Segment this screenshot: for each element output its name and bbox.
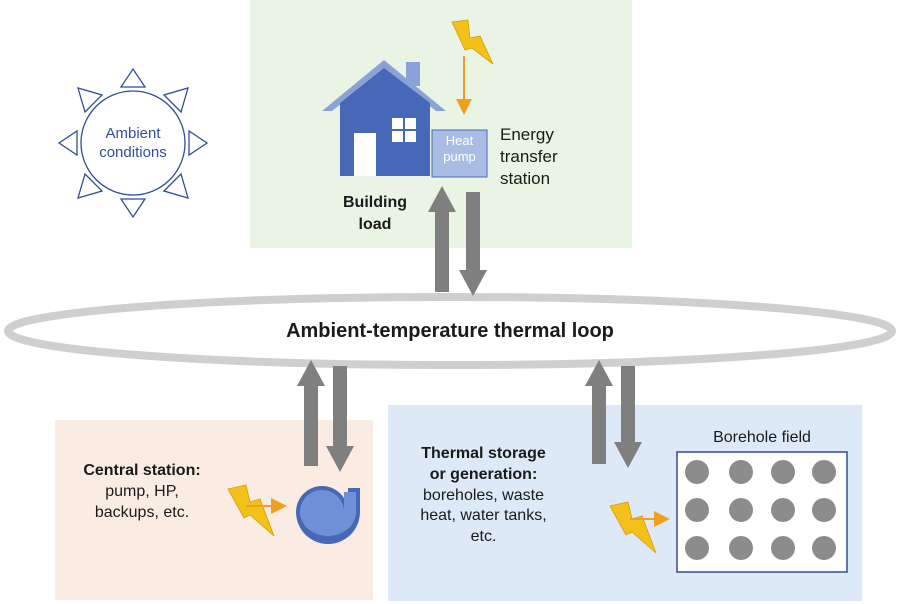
heat-pump-line2: pump (443, 148, 476, 164)
ambient-line1: Ambient (105, 125, 161, 142)
sun-icon (57, 67, 209, 219)
ets-line3: station (500, 169, 551, 189)
borehole-grid (685, 460, 836, 560)
storage-up-arrow (585, 360, 613, 464)
ambient-conditions-label: Ambient conditions (83, 125, 183, 163)
central-down-arrow (326, 366, 354, 472)
lightning-bolt-icon (451, 19, 494, 65)
building-load-line2: load (358, 215, 392, 233)
building-load-label: Building load (330, 192, 420, 235)
borehole-field-label: Borehole field (713, 429, 811, 446)
ets-line1: Energy (500, 125, 554, 144)
lightning-bolt-icon (227, 484, 275, 537)
heat-pump-line1: Heat (445, 133, 474, 148)
pump-icon (296, 486, 360, 544)
central-line2: backups, etc. (94, 503, 190, 521)
storage-line2: heat, water tanks, (420, 507, 547, 525)
thermal-loop-ring (4, 293, 896, 369)
storage-down-arrow (614, 366, 642, 468)
ets-line2: transfer (500, 147, 558, 167)
building-up-arrow (428, 186, 456, 292)
ambient-line2: conditions (99, 143, 167, 161)
heat-pump-label: Heat pump (432, 133, 487, 164)
central-station-title: Central station: (83, 462, 201, 479)
house-icon (322, 60, 446, 176)
storage-title-line1: Thermal storage (421, 445, 546, 462)
building-load-line1: Building (343, 194, 407, 211)
central-station-text: Central station: pump, HP, backups, etc. (62, 461, 222, 523)
storage-line3: etc. (470, 528, 497, 546)
storage-line1: boreholes, waste (423, 486, 544, 504)
central-up-arrow (297, 360, 325, 466)
thermal-loop-label: Ambient-temperature thermal loop (286, 320, 614, 342)
building-down-arrow (459, 192, 487, 296)
central-line1: pump, HP, (105, 482, 179, 500)
heat-pump-box (431, 129, 488, 178)
lightning-bolt-icon (609, 501, 657, 554)
storage-title-line2: or generation: (429, 465, 538, 483)
storage-text: Thermal storage or generation: boreholes… (396, 444, 571, 548)
energy-transfer-station-label: Energy transfer station (500, 124, 610, 190)
